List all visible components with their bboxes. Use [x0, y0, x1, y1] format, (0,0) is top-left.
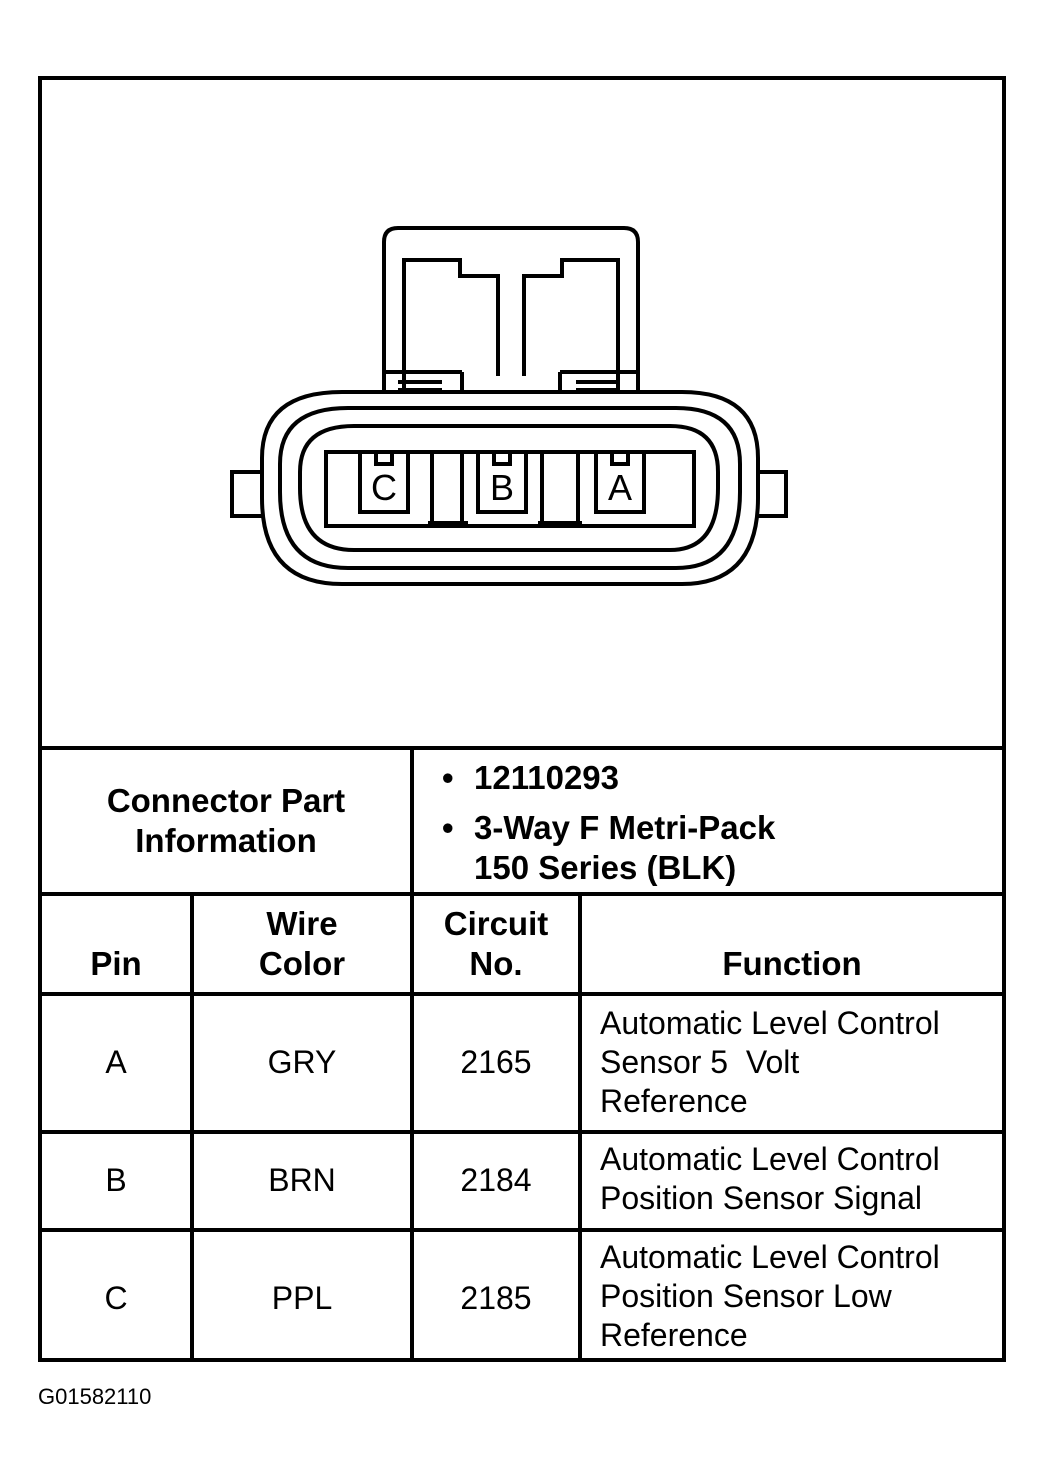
- header-function: Function: [722, 945, 862, 982]
- function-line: Reference: [600, 1083, 748, 1119]
- pin-label-a: A: [608, 467, 632, 508]
- right-latch: [758, 470, 788, 518]
- function-line: Automatic Level Control: [600, 1005, 940, 1041]
- row-b-circuit: 2184: [460, 1162, 532, 1198]
- connector-part-info-label: Connector Part Information: [42, 750, 414, 892]
- function-line: Position Sensor Signal: [600, 1180, 922, 1216]
- row-c-pin: C: [104, 1280, 128, 1316]
- connector-drawing: C B A: [230, 226, 788, 586]
- header-wire-color: Wire Color: [258, 905, 346, 982]
- row-c-wire-color: PPL: [271, 1280, 333, 1316]
- row-a-circuit: 2165: [460, 1044, 532, 1080]
- lock-tab-outer: [382, 226, 640, 394]
- connector-diagram: C B A: [42, 80, 1002, 746]
- pin-label-b: B: [490, 467, 514, 508]
- row-b-function: Automatic Level Control Position Sensor …: [600, 1140, 1000, 1218]
- lock-tab-left-inner: [402, 258, 500, 394]
- connector-figure-frame: C B A Connector Part Information • 12110…: [38, 76, 1006, 1362]
- figure-id: G01582110: [38, 1384, 152, 1409]
- row-a-pin: A: [105, 1044, 127, 1080]
- row-c-function: Automatic Level Control Position Sensor …: [600, 1238, 1000, 1355]
- connector-type: 3-Way F Metri-Pack 150 Series (BLK): [474, 809, 776, 886]
- row-a-function: Automatic Level Control Sensor 5 Volt Re…: [600, 1004, 1000, 1121]
- part-number-item: • 12110293: [442, 758, 620, 798]
- function-line: Sensor 5 Volt: [600, 1044, 800, 1080]
- function-line: Automatic Level Control: [600, 1141, 940, 1177]
- part-number: 12110293: [474, 759, 620, 796]
- connector-part-info-list: • 12110293 • 3-Way F Metri-Pack 150 Seri…: [414, 750, 1002, 892]
- function-line: Position Sensor Low: [600, 1278, 892, 1314]
- function-line: Automatic Level Control: [600, 1239, 940, 1275]
- pin-table: Pin Wire Color Circuit No. Function A GR…: [42, 896, 1002, 1358]
- left-latch: [230, 470, 262, 518]
- connector-part-info: Connector Part Information • 12110293 • …: [42, 746, 1002, 896]
- row-c-circuit: 2185: [460, 1280, 532, 1316]
- header-circuit-no: Circuit No.: [443, 905, 549, 982]
- bullet-icon: •: [442, 809, 454, 846]
- lock-tab-right-inner: [522, 258, 620, 394]
- row-a-wire-color: GRY: [267, 1044, 337, 1080]
- connector-type-item: • 3-Way F Metri-Pack 150 Series (BLK): [442, 808, 776, 888]
- bullet-icon: •: [442, 759, 454, 796]
- function-line: Reference: [600, 1317, 748, 1353]
- row-b-wire-color: BRN: [268, 1162, 336, 1198]
- pin-label-c: C: [371, 467, 397, 508]
- header-pin: Pin: [90, 945, 142, 982]
- connector-body-outer: [260, 390, 760, 586]
- row-b-pin: B: [105, 1162, 127, 1198]
